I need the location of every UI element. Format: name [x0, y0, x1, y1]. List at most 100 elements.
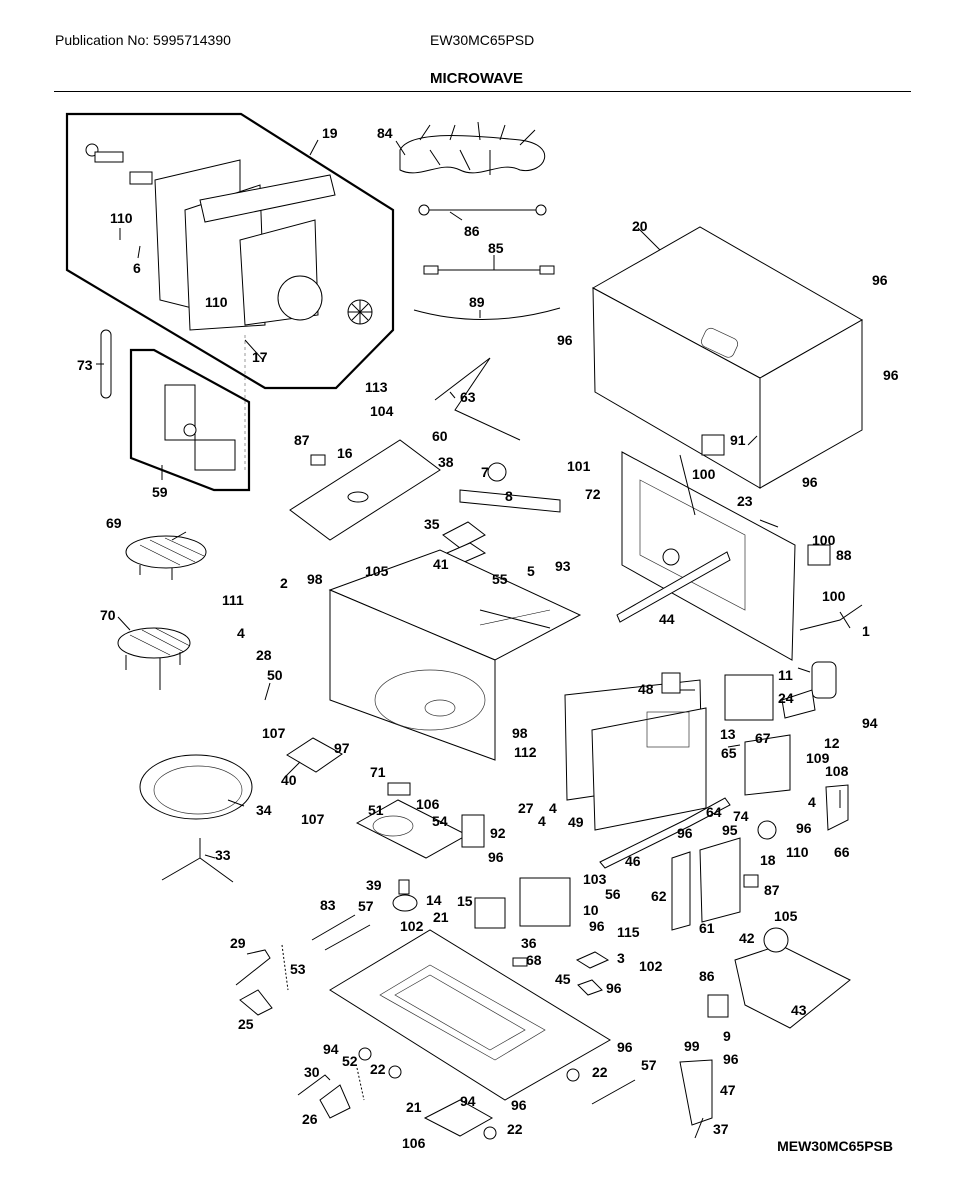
- part-oven-cavity: [328, 549, 582, 761]
- part-72-bracket: [459, 489, 561, 513]
- assembly-59-outline: [129, 348, 251, 492]
- part-53-spring: [281, 944, 289, 991]
- part-39-shaft: [398, 879, 410, 895]
- part-70-rack: [117, 627, 191, 690]
- callout-71: 71: [370, 764, 386, 780]
- callout-87: 87: [764, 882, 780, 898]
- callout-107: 107: [301, 811, 325, 827]
- part-22-foot: [483, 1126, 497, 1140]
- callout-96: 96: [872, 272, 888, 288]
- part-49-panel: [564, 679, 707, 831]
- callout-99: 99: [684, 1038, 700, 1054]
- part-40-cover: [286, 737, 343, 773]
- part-13-magnetron: [724, 674, 774, 721]
- part-69-rack: [125, 535, 207, 580]
- callout-95: 95: [722, 822, 738, 838]
- part-67-duct: [744, 734, 791, 796]
- callout-2: 2: [280, 575, 288, 591]
- part-51-coupler: [387, 782, 411, 796]
- callout-50: 50: [267, 667, 283, 683]
- callout-96: 96: [617, 1039, 633, 1055]
- callout-110: 110: [110, 210, 133, 226]
- callout-37: 37: [713, 1121, 729, 1137]
- callout-101: 101: [567, 458, 591, 474]
- part-45-switch: [577, 979, 603, 996]
- callout-20: 20: [632, 218, 648, 234]
- callout-56: 56: [605, 886, 621, 902]
- callout-34: 34: [256, 802, 272, 818]
- callout-70: 70: [100, 607, 116, 623]
- callout-64: 64: [706, 804, 722, 820]
- publication-number: Publication No: 5995714390: [55, 32, 231, 48]
- part-11-capacitor: [811, 661, 837, 699]
- callout-72: 72: [585, 486, 601, 502]
- callout-97: 97: [334, 740, 350, 756]
- callout-85: 85: [488, 240, 504, 256]
- callout-47: 47: [720, 1082, 736, 1098]
- part-87-label-side: [743, 874, 759, 888]
- part-21-base-plate: [329, 929, 611, 1101]
- callout-13: 13: [720, 726, 736, 742]
- part-47-duct: [679, 1059, 713, 1126]
- part-91-label: [701, 434, 725, 456]
- part-63-gasket: [434, 357, 521, 441]
- part-33-roller-support: [161, 838, 234, 883]
- callout-65: 65: [721, 745, 737, 761]
- callout-66: 66: [834, 844, 850, 860]
- part-10-transformer: [519, 877, 571, 927]
- callout-4: 4: [237, 625, 245, 641]
- callout-30: 30: [304, 1064, 320, 1080]
- callout-22: 22: [370, 1061, 386, 1077]
- callout-107: 107: [262, 725, 286, 741]
- part-18-thermal: [757, 820, 777, 840]
- part-1-power-cord: [799, 604, 863, 631]
- callout-21: 21: [433, 909, 449, 925]
- callout-105: 105: [365, 563, 389, 579]
- part-24-holder: [781, 689, 816, 719]
- callout-42: 42: [739, 930, 755, 946]
- callout-44: 44: [659, 611, 675, 627]
- callout-93: 93: [555, 558, 571, 574]
- callout-9: 9: [723, 1028, 731, 1044]
- part-latch-parts: [85, 143, 153, 185]
- callout-100: 100: [822, 588, 846, 604]
- callout-16: 16: [337, 445, 353, 461]
- callout-27: 27: [518, 800, 534, 816]
- part-83-strip: [311, 914, 356, 941]
- part-68-pad: [512, 957, 528, 967]
- part-59-bracket: [164, 384, 236, 471]
- diagram-code: MEW30MC65PSB: [777, 1138, 893, 1154]
- callout-98: 98: [307, 571, 323, 587]
- callout-100: 100: [692, 466, 716, 482]
- callout-113: 113: [365, 379, 388, 395]
- callout-94: 94: [460, 1093, 476, 1109]
- callout-88: 88: [836, 547, 852, 563]
- callout-112: 112: [514, 744, 537, 760]
- callout-96: 96: [557, 332, 573, 348]
- part-29-lever: [235, 949, 271, 986]
- callout-106: 106: [416, 796, 440, 812]
- part-89-wire: [413, 307, 561, 321]
- callout-1: 1: [862, 623, 870, 639]
- callout-57: 57: [358, 898, 374, 914]
- part-34-glass-tray: [139, 754, 253, 820]
- callout-63: 63: [460, 389, 476, 405]
- callout-14: 14: [426, 892, 442, 908]
- part-23-back-panel: [621, 451, 796, 661]
- callout-104: 104: [370, 403, 394, 419]
- part-87-label-top: [310, 454, 326, 466]
- part-9-motor: [707, 994, 729, 1018]
- callout-69: 69: [106, 515, 122, 531]
- callout-25: 25: [238, 1016, 254, 1032]
- part-61-box: [699, 837, 741, 923]
- part-52-spring: [356, 1067, 365, 1101]
- part-30-lever: [297, 1074, 331, 1096]
- part-86-ground-wire: [418, 204, 547, 216]
- callout-21: 21: [406, 1099, 422, 1115]
- part-42-fan: [763, 927, 789, 953]
- callout-11: 11: [778, 667, 793, 683]
- part-38-hole: [347, 491, 369, 503]
- callout-41: 41: [433, 556, 449, 572]
- callout-89: 89: [469, 294, 485, 310]
